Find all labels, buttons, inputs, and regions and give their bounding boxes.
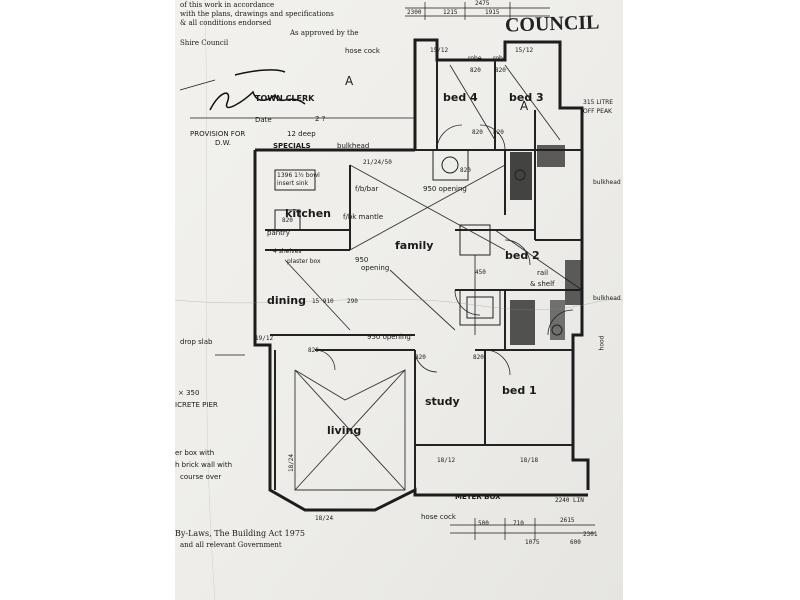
dim-500: 500 — [478, 520, 489, 527]
robe-label-2: robe — [493, 55, 507, 62]
bulkhead-note-3: bulkhead — [593, 295, 621, 302]
town-clerk-label: TOWN CLERK — [255, 94, 315, 103]
dim-820-a: 820 — [470, 67, 481, 74]
dim-18-18: 18/18 — [520, 457, 539, 464]
section-mark-a-right: A — [520, 99, 529, 113]
room-label-pantry: pantry — [267, 229, 290, 237]
dim-15-12-a: 15/12 — [430, 47, 449, 54]
drop-slab-note: drop slab — [180, 338, 213, 346]
dim-450: 450 — [475, 269, 486, 276]
dim-1075: 1075 — [525, 539, 540, 546]
room-label-living: living — [327, 424, 362, 437]
meter-box-left-note: er box with — [175, 449, 215, 457]
dim-21-24-50: 21/24/50 — [363, 159, 392, 166]
insert-sink-note: insert sink — [277, 180, 309, 187]
specials-note: SPECIALS — [273, 142, 311, 150]
rail-note: rail — [537, 269, 549, 277]
dim-350: × 350 — [178, 389, 200, 397]
hood-note: hood — [598, 335, 606, 351]
bulkhead-note-2: bulkhead — [593, 179, 621, 186]
dim-2240: 2240 LIN — [555, 497, 584, 504]
approval-note-line-4: As approved by the — [290, 29, 359, 37]
room-label-bed-4: bed 4 — [443, 91, 478, 104]
dim-15-12-b: 15/12 — [515, 47, 534, 54]
room-label-kitchen: kitchen — [285, 207, 331, 220]
plaster-box-note: plaster box — [287, 258, 321, 265]
opening-950-a: 950 opening — [423, 185, 467, 193]
bulkhead-note-1: bulkhead — [337, 142, 370, 150]
shelves-note: 4 shelves — [273, 248, 302, 255]
approval-note-line-3: & all conditions endorsed — [180, 19, 272, 27]
top-dim-1915: 1915 — [485, 9, 500, 16]
meter-box-label: METER BOX — [455, 493, 501, 501]
room-label-bed-2: bed 2 — [505, 249, 540, 262]
approval-note-line-5: Shire Council — [180, 39, 229, 47]
bylaws-note-2: and all relevant Government — [180, 541, 282, 549]
dim-820-g: 820 — [415, 354, 426, 361]
twelve-deep-note: 12 deep — [287, 130, 316, 138]
bylaws-note: By-Laws, The Building Act 1975 — [175, 529, 306, 538]
dim-2301: 2301 — [583, 531, 598, 538]
floor-plan-drawing — [175, 0, 623, 600]
dim-18-24-a: 18/24 — [288, 453, 296, 473]
hose-cock-top-label: hose cock — [345, 47, 380, 55]
dim-820-h: 820 — [473, 354, 484, 361]
dw-note: D.W. — [215, 139, 231, 147]
top-dim-2300: 2300 — [407, 9, 422, 16]
section-mark-a-left: A — [345, 74, 354, 88]
dim-18-12: 18/12 — [437, 457, 456, 464]
page-wrinkles — [175, 0, 623, 600]
dim-820-b: 820 — [495, 67, 506, 74]
water-heater-note-1: 315 LITRE — [583, 99, 614, 106]
dim-290: 290 — [347, 298, 358, 305]
shelf-note: & shelf — [530, 280, 555, 288]
exterior-walls — [253, 38, 590, 512]
opening-950-b: 950 — [355, 256, 369, 264]
dim-820-e: 820 — [282, 217, 293, 224]
bk-mantle-note: f/bk mantle — [343, 213, 384, 221]
provision-note: PROVISION FOR — [190, 130, 246, 138]
dimension-lines — [179, 2, 595, 540]
opening-word: opening — [361, 264, 390, 272]
room-label-dining: dining — [267, 294, 306, 307]
dim-820-c: 820 — [472, 129, 483, 136]
council-stamp: COUNCIL — [504, 11, 600, 37]
room-label-bed-1: bed 1 — [502, 384, 537, 397]
bowl-sink-note: 1396 1½ bowl — [277, 172, 320, 179]
hose-cock-bottom-label: hose cock — [421, 513, 456, 521]
fb-bar-note: f/b/bar — [355, 185, 379, 193]
room-label-bed-3: bed 3 — [509, 91, 544, 104]
water-heater-note-2: OFF PEAK — [583, 108, 612, 115]
room-label-study: study — [425, 395, 460, 408]
top-dim-1215: 1215 — [443, 9, 458, 16]
door-swings — [314, 124, 574, 376]
robe-label-1: robe — [468, 55, 482, 62]
dim-820-i: 820 — [460, 167, 471, 174]
dim-600: 600 — [570, 539, 581, 546]
date-marks: 2 ? — [315, 115, 326, 123]
floor-plan-document: of this work in accordance with the plan… — [175, 0, 623, 600]
dim-2615: 2615 — [560, 517, 575, 524]
dim-710: 710 — [513, 520, 524, 527]
dim-820-f: 820 — [308, 347, 319, 354]
concrete-pier-note: ICRETE PIER — [175, 401, 218, 409]
opening-950-c: 950 opening — [367, 333, 411, 341]
dim-18-24-b: 18/24 — [315, 515, 334, 522]
approval-note-line-2: with the plans, drawings and specificati… — [180, 10, 334, 18]
room-label-family: family — [395, 239, 434, 252]
clerk-signature — [209, 69, 306, 111]
fixtures — [274, 149, 563, 336]
wet-areas — [510, 145, 582, 345]
top-dim-2475: 2475 — [475, 0, 490, 7]
brick-wall-note: h brick wall with — [175, 461, 233, 469]
approval-note-line-1: of this work in accordance — [180, 1, 275, 9]
course-over-note: course over — [180, 473, 222, 481]
dim-820-d: 820 — [493, 129, 504, 136]
dim-15-910: 15 910 — [312, 298, 334, 305]
date-label: Date — [255, 116, 272, 124]
dim-19-12: 19/12 — [255, 335, 274, 342]
